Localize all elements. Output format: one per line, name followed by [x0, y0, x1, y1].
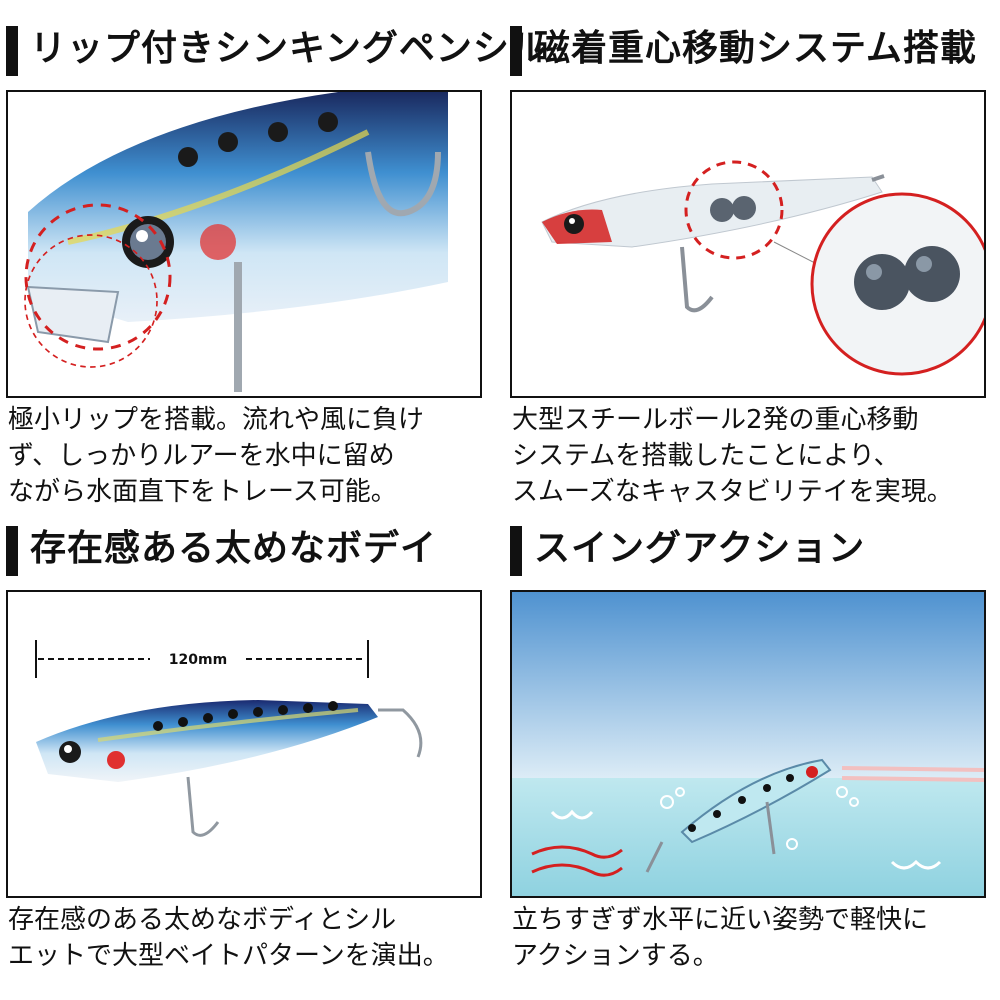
- panel-thick-body: 存在感ある太めなボデイ 120mm: [6, 522, 486, 971]
- heading-text: リップ付きシンキングペンシル: [30, 28, 547, 69]
- panel-caption: 立ちすぎず水平に近い姿勢で軽快に アクションする。: [512, 905, 929, 971]
- lure-weight-system-image: [510, 90, 986, 398]
- section-heading: 磁着重心移動システム搭載: [510, 22, 990, 78]
- lure-body-size-image: 120mm: [6, 590, 482, 898]
- heading-bar: [510, 526, 522, 576]
- heading-bar: [6, 26, 18, 76]
- heading-bar: [6, 526, 18, 576]
- section-heading: スイングアクション: [510, 522, 990, 578]
- heading-text: 磁着重心移動システム搭載: [534, 28, 977, 69]
- lure-lip-closeup-image: [6, 90, 482, 398]
- section-heading: リップ付きシンキングペンシル: [6, 22, 546, 78]
- swing-action-illustration: [510, 590, 986, 898]
- section-heading: 存在感ある太めなボデイ: [6, 522, 486, 578]
- panel-caption: 大型スチールボール2発の重心移動 システムを搭載したことにより、 スムーズなキャ…: [512, 405, 953, 507]
- heading-text: スイングアクション: [534, 528, 866, 569]
- panel-caption: 存在感のある太めなボディとシル エットで大型ベイトパターンを演出。: [8, 905, 449, 971]
- heading-text: 存在感ある太めなボデイ: [30, 528, 438, 569]
- panel-lip-sinking-pencil: リップ付きシンキングペンシル: [6, 22, 546, 507]
- heading-bar: [510, 26, 522, 76]
- dimension-label: 120mm: [169, 652, 227, 668]
- panel-caption: 極小リップを搭載。流れや風に負け ず、しっかりルアーを水中に留め ながら水面直下…: [8, 405, 425, 507]
- panel-swing-action: スイングアクション: [510, 522, 990, 971]
- panel-magnetic-weight-system: 磁着重心移動システム搭載 大型スチールボール2発の重心移動 システムを搭載したこ…: [510, 22, 990, 507]
